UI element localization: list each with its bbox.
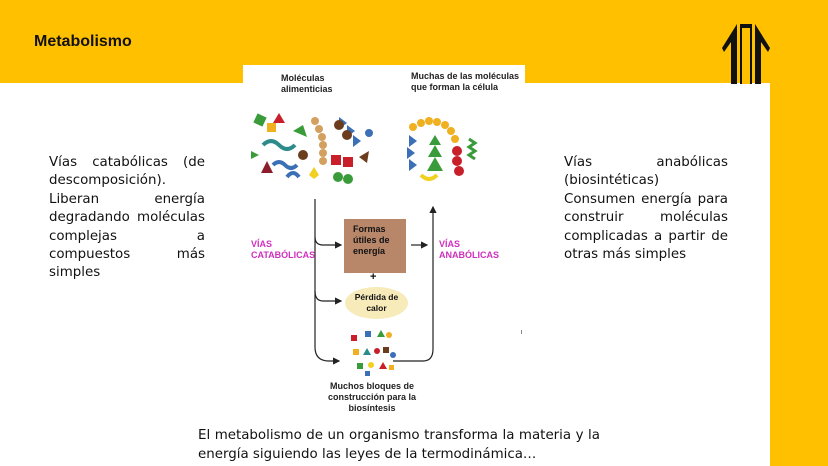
catabolic-body: Liberan energía degradando moléculas com… [49,191,205,281]
cell-label-line: Muchas de las moléculas [411,71,520,81]
catabolic-label-line: VÍAS [251,239,273,249]
food-molecules-label: Moléculas alimenticias [281,73,333,95]
building-blocks-label: Muchos bloques de construcción para la b… [327,381,417,414]
catabolic-pathways-label: VÍAS CATABÓLICAS [251,239,315,261]
right-accent-bar [770,0,828,466]
metabolism-diagram: Moléculas alimenticias Muchas de las mol… [243,65,525,423]
energy-label-line: útiles de [353,235,390,245]
plus-sign: + [370,271,377,283]
anabolic-body: Vías anabólicas (biosintéticas) Consumen… [564,155,728,263]
double-up-arrow-logo-icon [722,24,770,84]
pathway-arrows [314,199,437,365]
anabolic-description: Vías anabólicas (biosintéticas) Consumen… [564,154,728,264]
cell-label-line: que forman la célula [411,82,499,92]
blocks-label-line: construcción para la [327,392,417,402]
heat-loss-ellipse: Pérdida de calor [345,287,408,319]
food-label-line: Moléculas [281,73,325,83]
heat-loss-label: Pérdida de calor [345,292,408,314]
useful-energy-label: Formas útiles de energía [353,224,390,257]
small-mark [521,330,522,334]
energy-label-line: energía [353,246,386,256]
building-blocks-cluster [351,330,396,376]
catabolic-label-line: CATABÓLICAS [251,250,316,260]
diagram-graphics [251,113,522,376]
blocks-label-line: Muchos bloques de [329,381,414,391]
useful-energy-box: Formas útiles de energía [344,219,406,273]
anabolic-label-line: VÍAS [439,239,461,249]
anabolic-label-line: ANABÓLICAS [439,250,499,260]
anabolic-pathways-label: VÍAS ANABÓLICAS [439,239,499,261]
catabolic-title: Vías catabólicas (de descomposición). [49,155,205,189]
food-molecules-cluster [251,113,373,184]
metabolism-summary: El metabolismo de un organismo transform… [198,428,600,462]
heat-label-line: Pérdida de [354,292,399,302]
blocks-label-line: biosíntesis [348,403,396,413]
catabolic-description: Vías catabólicas (de descomposición). Li… [49,154,205,283]
cell-molecules-cluster [407,117,478,181]
energy-label-line: Formas [353,224,386,234]
heat-label-line: calor [366,303,387,313]
cell-molecules-label: Muchas de las moléculas que forman la cé… [411,71,519,93]
food-label-line: alimenticias [281,84,333,94]
page-title: Metabolismo [34,33,132,50]
